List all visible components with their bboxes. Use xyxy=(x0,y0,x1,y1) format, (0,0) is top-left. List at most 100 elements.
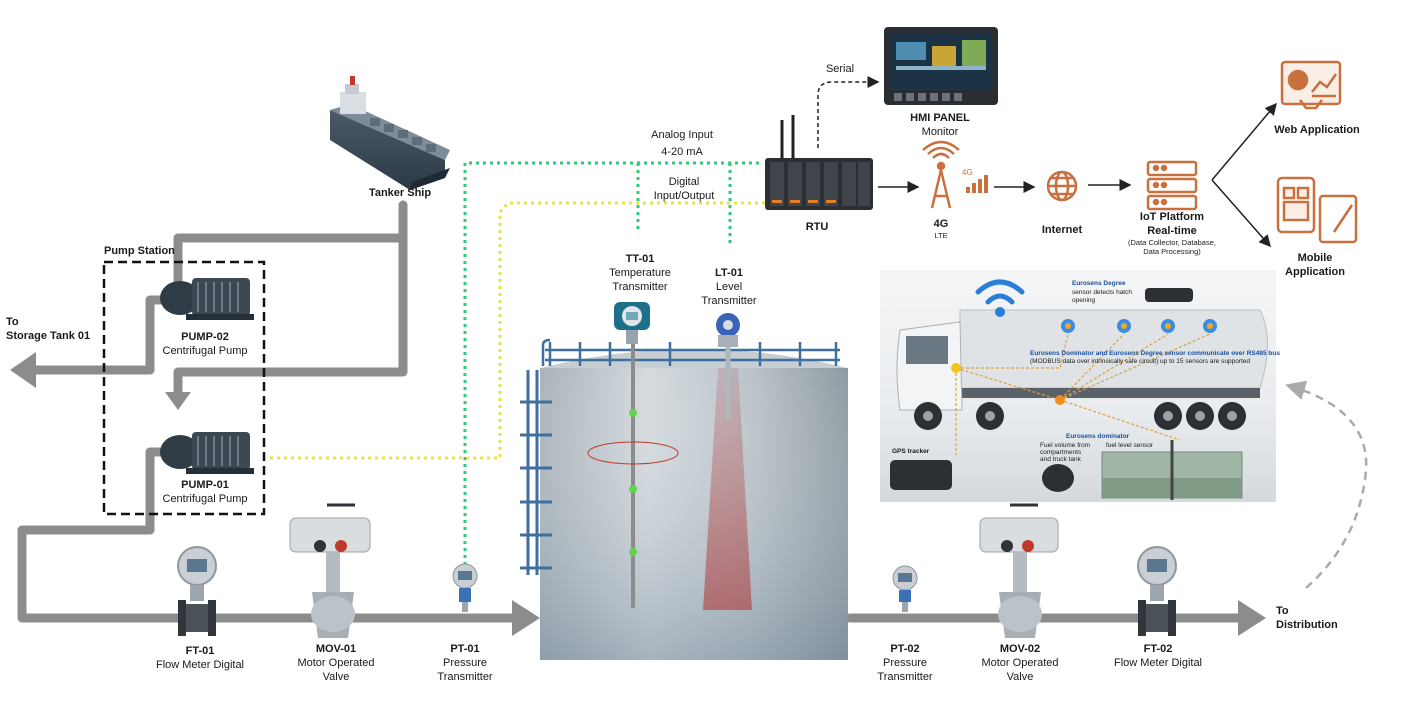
ft-01-label: FT-01 Flow Meter Digital xyxy=(140,644,260,672)
mov-02-desc-2: Valve xyxy=(1006,671,1034,683)
return-arrow xyxy=(1285,380,1368,589)
rtu-device xyxy=(765,115,873,210)
cell-tower-icon xyxy=(922,140,960,209)
pt-01-desc-2: Transmitter xyxy=(437,671,493,683)
lt-01-desc-1: Level xyxy=(715,281,743,293)
tt-01-label: TT-01 Temperature Transmitter xyxy=(590,252,690,294)
dominator-label: Eurosens dominator xyxy=(1066,433,1130,440)
arrow-to-distribution xyxy=(1238,600,1266,636)
mov-02-device xyxy=(979,503,1059,638)
to-storage-line2: Storage Tank 01 xyxy=(6,330,91,342)
iot-desc-1: (Data Collector, Database, xyxy=(1128,238,1216,247)
digital-line-1: Digital xyxy=(668,176,700,188)
fuel-volume-2: compartments xyxy=(1040,449,1082,456)
pt-01-tag: PT-01 xyxy=(450,643,480,655)
iot-title-2: Real-time xyxy=(1147,225,1197,237)
pump-02-illustration xyxy=(160,278,254,320)
server-icon xyxy=(1146,160,1198,211)
mobile-line-1: Mobile xyxy=(1297,252,1333,264)
serial-label: Serial xyxy=(825,63,855,75)
mov-02-desc-1: Motor Operated xyxy=(981,657,1059,669)
pump-01-desc: Centrifugal Pump xyxy=(162,493,248,505)
mov-02-tag: MOV-02 xyxy=(999,643,1041,655)
fuel-volume-1: Fuel volume from xyxy=(1040,442,1091,449)
arrow-into-pump01 xyxy=(165,392,191,410)
4g-label: 4G LTE xyxy=(916,217,966,240)
analog-signal-lines xyxy=(463,161,760,565)
pump-02-label: PUMP-02 Centrifugal Pump xyxy=(150,330,260,358)
tt-01-desc-2: Transmitter xyxy=(612,281,668,293)
fuel-level-label: fuel level sensor xyxy=(1106,442,1153,449)
ft-01-device xyxy=(177,546,217,636)
mov-01-tag: MOV-01 xyxy=(315,643,357,655)
mov-01-desc-1: Motor Operated xyxy=(297,657,375,669)
ft-02-desc: Flow Meter Digital xyxy=(1113,657,1203,669)
lt-01-label: LT-01 Level Transmitter xyxy=(684,266,774,308)
gps-label: GPS tracker xyxy=(892,448,930,455)
pt-02-tag: PT-02 xyxy=(890,643,920,655)
pt-02-device xyxy=(892,565,918,612)
pump-01-tag: PUMP-01 xyxy=(181,479,229,491)
mov-01-label: MOV-01 Motor Operated Valve xyxy=(276,642,396,684)
to-distribution-line1: To xyxy=(1276,605,1289,617)
bus-text-2: (MODBUS data over intrinsically safe cir… xyxy=(1030,358,1251,365)
arrow-iot-to-mobile xyxy=(1211,179,1271,248)
pump-02-tag: PUMP-02 xyxy=(181,331,229,343)
truck-illustration xyxy=(890,279,1268,500)
ft-01-desc: Flow Meter Digital xyxy=(155,659,245,671)
ft-02-tag: FT-02 xyxy=(1143,643,1173,655)
pt-01-device xyxy=(452,563,478,612)
pump-01-label: PUMP-01 Centrifugal Pump xyxy=(150,478,260,506)
analog-line-2: 4-20 mA xyxy=(661,146,703,158)
pt-01-desc-1: Pressure xyxy=(442,657,488,669)
digital-io-label: Digital Input/Output xyxy=(634,175,734,203)
pump-station-box xyxy=(102,260,266,516)
signal-bars-icon xyxy=(966,175,988,193)
fuel-volume-3: and truck tank xyxy=(1040,456,1081,463)
to-distribution-line2: Distribution xyxy=(1276,619,1338,631)
tt-01-tag: TT-01 xyxy=(625,253,655,265)
to-storage-label: To Storage Tank 01 xyxy=(6,315,90,343)
fuel-truck-sensor-image: Eurosens Degree sensor detects hatch ope… xyxy=(880,270,1280,502)
degree-title: Eurosens Degree xyxy=(1072,280,1126,287)
analog-input-label: Analog Input 4-20 mA xyxy=(632,128,732,159)
arrow-to-storage xyxy=(10,352,36,388)
4g-desc: LTE xyxy=(934,231,948,240)
tanker-ship-label: Tanker Ship xyxy=(368,187,432,199)
hmi-label: HMI PANEL Monitor xyxy=(890,111,990,139)
bus-text-1: Eurosens Dominator and Eurosens Degree s… xyxy=(1030,350,1280,357)
mov-01-desc-2: Valve xyxy=(322,671,350,683)
pt-01-label: PT-01 Pressure Transmitter xyxy=(420,642,510,684)
globe-icon xyxy=(1046,170,1078,202)
iot-title-1: IoT Platform xyxy=(1139,211,1205,223)
ft-02-device xyxy=(1137,546,1177,636)
hmi-panel-device xyxy=(884,27,998,105)
mobile-application-label: Mobile Application xyxy=(1270,251,1360,279)
tt-01-desc-1: Temperature xyxy=(609,267,671,279)
4g-title: 4G xyxy=(933,218,949,230)
lt-01-desc-2: Transmitter xyxy=(701,295,757,307)
pump-station-label: Pump Station xyxy=(104,245,175,257)
storage-tank xyxy=(520,330,848,660)
to-storage-line1: To xyxy=(6,316,19,328)
ft-02-label: FT-02 Flow Meter Digital xyxy=(1098,642,1218,670)
mobile-line-2: Application xyxy=(1285,266,1345,278)
to-distribution-label: To Distribution xyxy=(1276,604,1338,632)
pt-02-desc-2: Transmitter xyxy=(877,671,933,683)
tanker-ship-illustration xyxy=(330,76,450,190)
pump-01-illustration xyxy=(160,432,254,474)
web-dashboard-icon xyxy=(1280,60,1342,110)
iot-label: IoT Platform Real-time (Data Collector, … xyxy=(1118,210,1226,256)
lt-01-tag: LT-01 xyxy=(715,267,743,279)
analog-line-1: Analog Input xyxy=(651,129,713,141)
pt-02-label: PT-02 Pressure Transmitter xyxy=(860,642,950,684)
arrow-into-tank xyxy=(512,600,540,636)
ft-01-tag: FT-01 xyxy=(185,645,215,657)
web-application-label: Web Application xyxy=(1274,124,1360,136)
pt-02-desc-1: Pressure xyxy=(882,657,928,669)
digital-line-2: Input/Output xyxy=(653,190,715,202)
arrow-iot-to-web xyxy=(1211,102,1277,181)
mov-01-device xyxy=(289,503,371,638)
mov-02-label: MOV-02 Motor Operated Valve xyxy=(960,642,1080,684)
